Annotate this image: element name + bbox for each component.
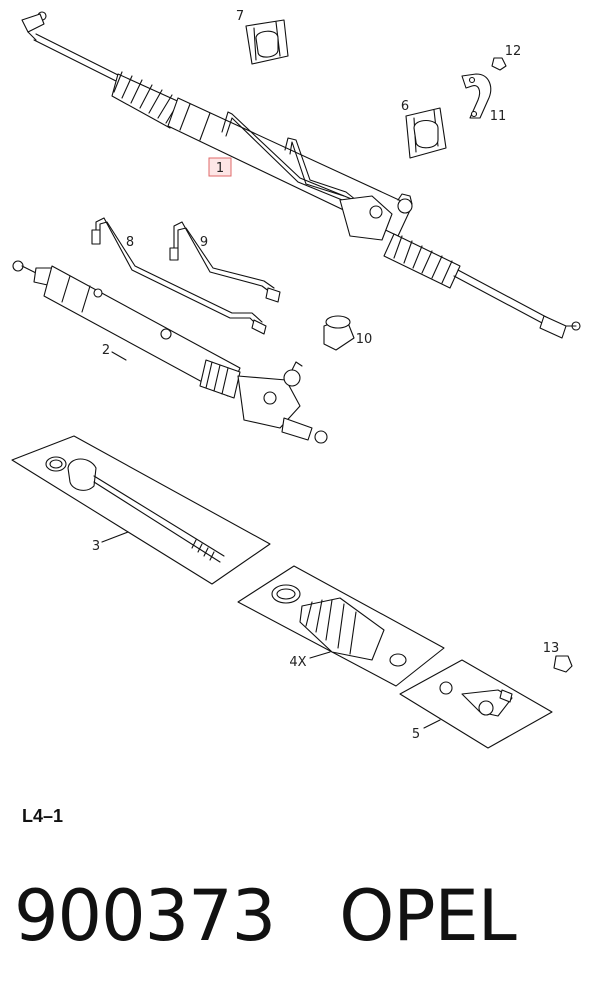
callout-6: 6 [401,99,409,114]
brand-name: OPEL [339,875,517,957]
steering-rack-exploded-diagram: 1 2 3 4X 5 6 7 8 9 10 11 12 13 [11,9,581,749]
steering-rack-assembly [21,11,581,339]
rack-housing-part [12,260,328,444]
callout-1-highlight [208,157,232,177]
callout-2: 2 [102,343,110,358]
callout-12: 12 [505,44,522,59]
callout-10: 10 [356,332,373,347]
callout-3: 3 [92,539,100,554]
callout-11: 11 [490,109,507,124]
fluid-line-8 [91,217,267,335]
bellow-kit-4 [237,565,445,687]
page-code: L4–1 [22,806,64,826]
rubber-bush-10 [323,315,355,351]
callout-13: 13 [543,641,560,656]
callout-9: 9 [200,235,208,250]
nut-13 [553,655,573,673]
tie-rod-kit-3 [11,435,271,585]
callout-7: 7 [236,9,244,24]
callout-8: 8 [126,235,134,250]
part-number: 900373 [14,875,276,957]
fluid-line-9 [169,221,281,303]
mounting-block-6 [405,107,447,159]
callout-5: 5 [412,727,420,742]
footer: 900373 OPEL [14,875,517,957]
callout-4x: 4X [289,655,306,670]
callout-1: 1 [216,161,224,176]
mounting-block-7 [245,19,289,65]
clamp-11 [461,73,492,119]
nut-12 [491,57,507,71]
tie-rod-end-kit-5 [399,659,553,749]
